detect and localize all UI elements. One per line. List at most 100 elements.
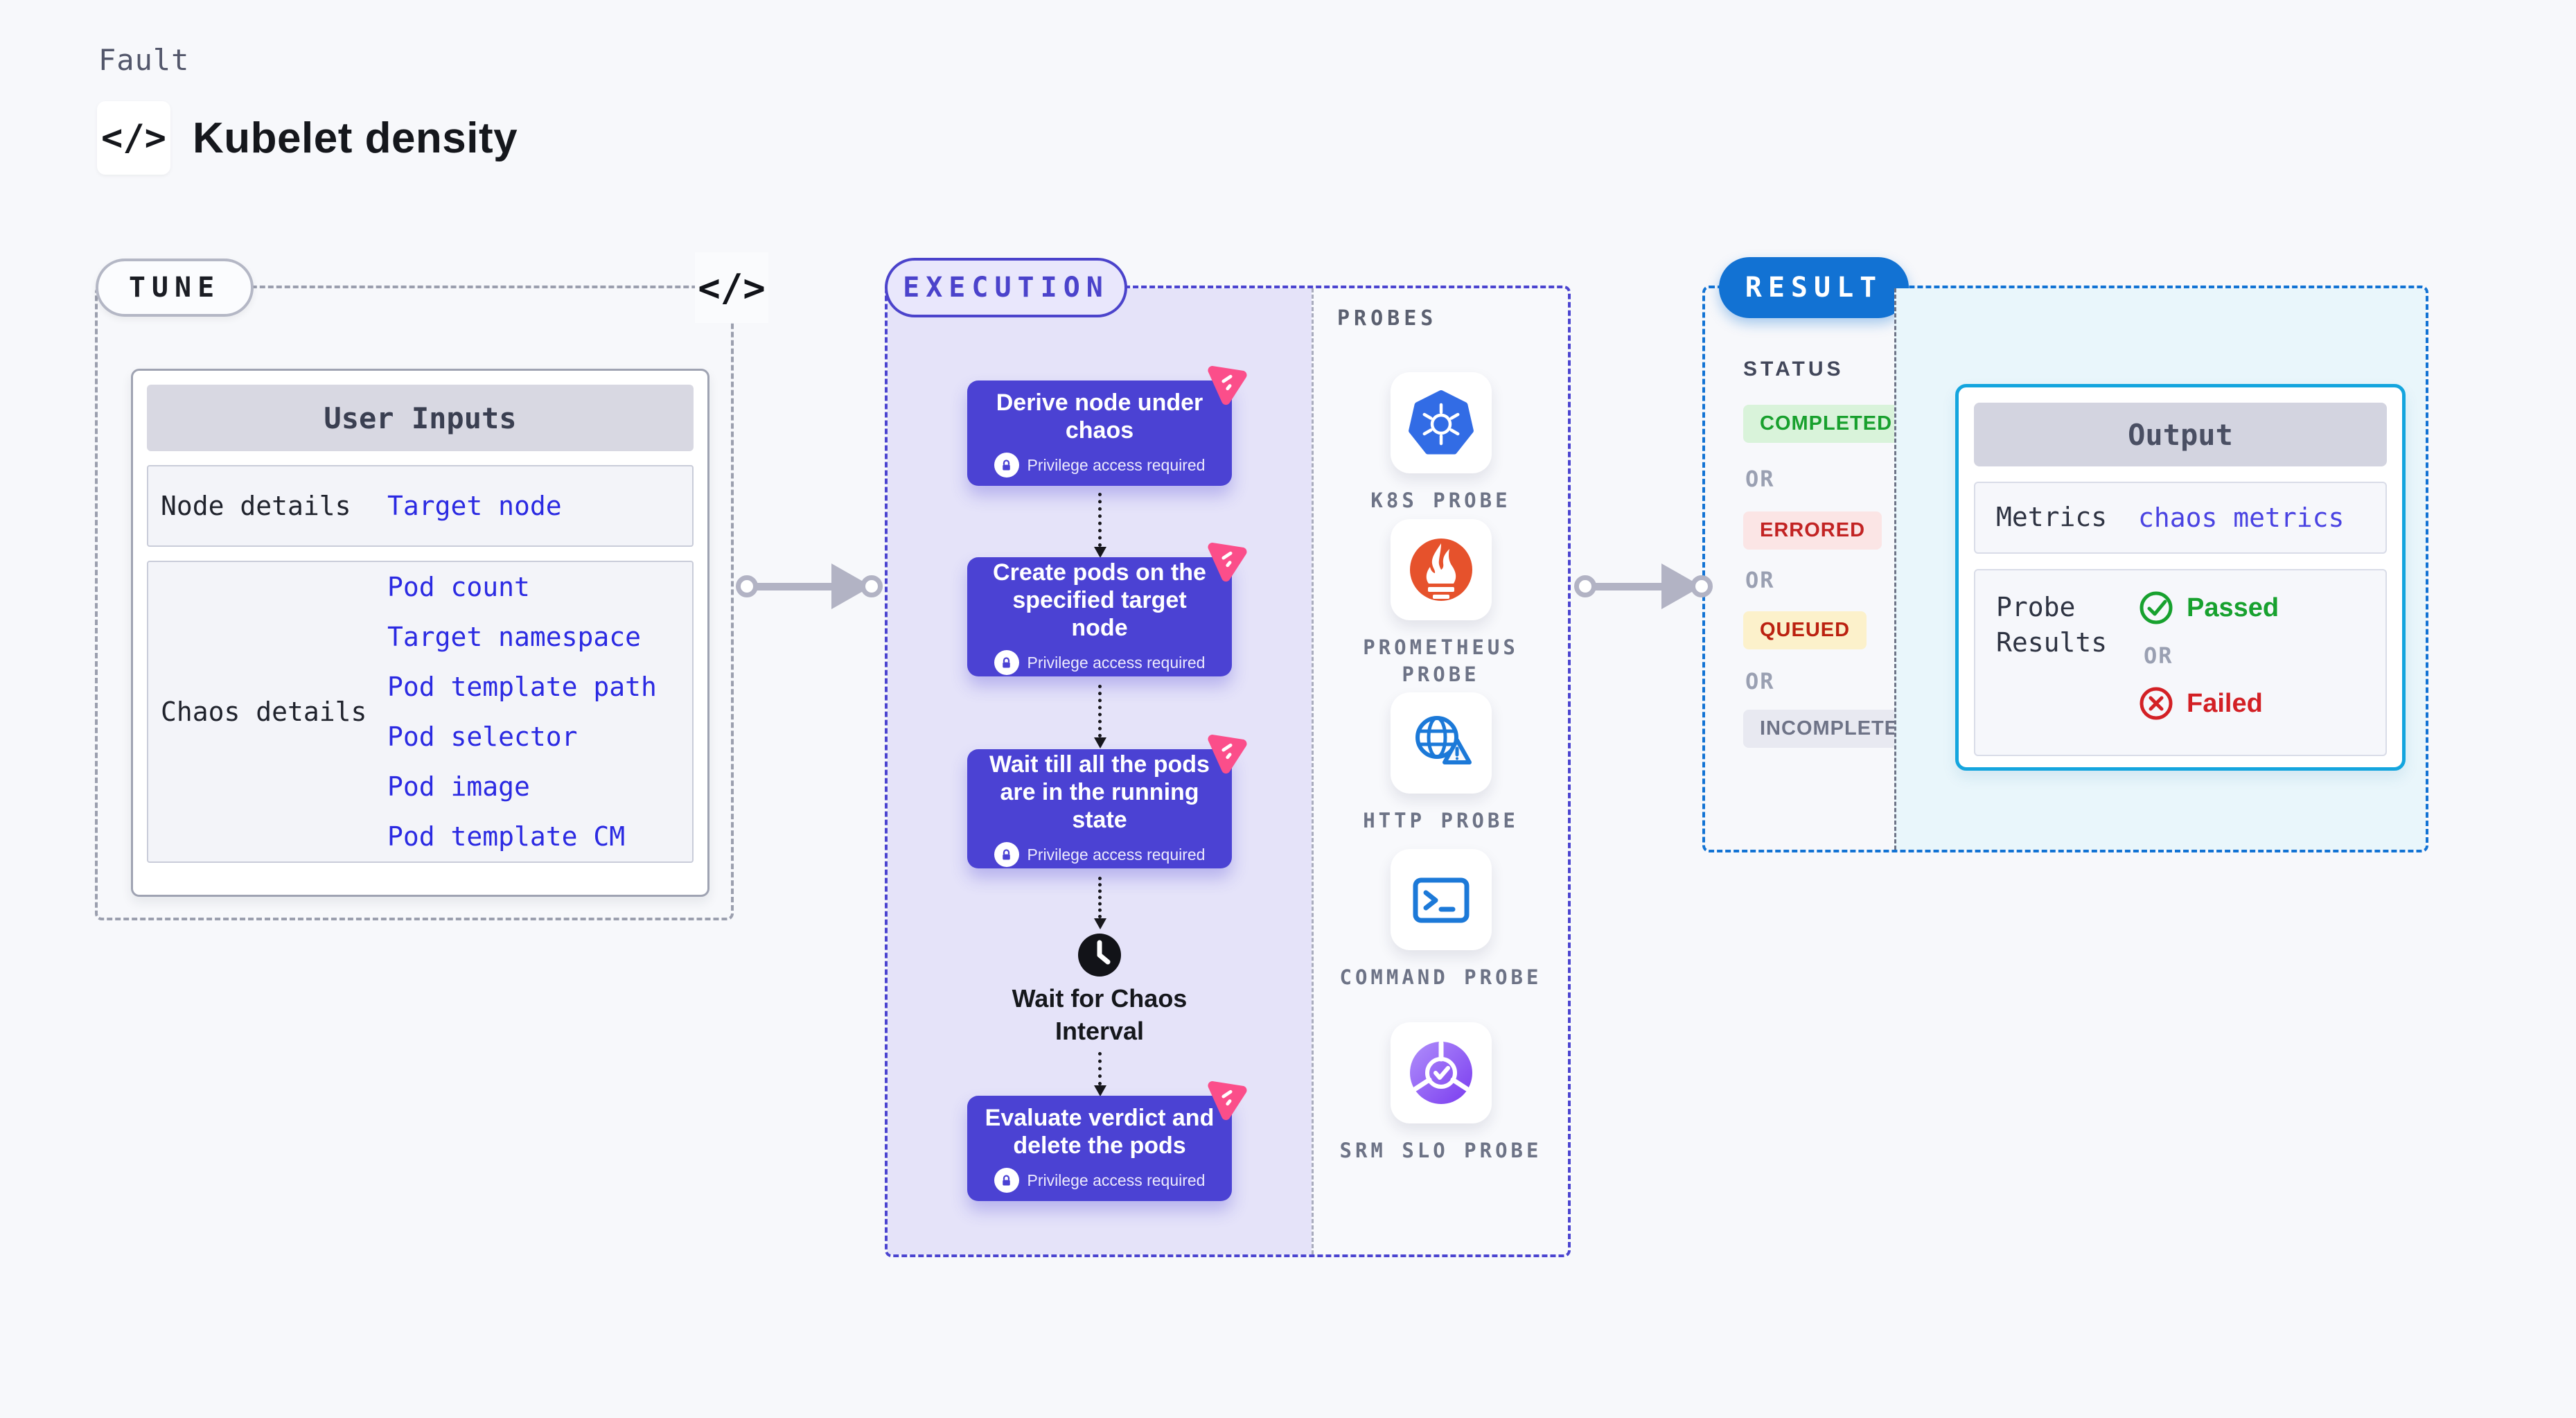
chaos-details-row: Chaos details Pod count Target namespace…: [147, 561, 694, 863]
flow-connector: [1094, 493, 1106, 558]
tune-section: TUNE </> User Inputs Node details Target…: [95, 252, 768, 920]
step-wait-pods-running: Wait till all the pods are in the runnin…: [967, 735, 1247, 868]
verdict-failed: Failed: [2138, 685, 2279, 721]
verdict-passed: Passed: [2138, 590, 2279, 626]
step-derive-node: Derive node under chaos Privilege access…: [967, 366, 1247, 486]
privilege-text: Privilege access required: [1027, 455, 1206, 474]
step-title: Derive node under chaos: [996, 389, 1203, 444]
result-badge: RESULT: [1719, 257, 1909, 318]
result-section: RESULT STATUS COMPLETED OR ERRORED OR QU…: [1702, 257, 2428, 852]
probes-title: PROBES: [1337, 306, 1438, 331]
flow-connector: [1094, 685, 1106, 749]
litmus-chaos-icon: [1208, 543, 1247, 582]
step-title: Create pods on the specified target node: [993, 559, 1206, 642]
fault-eyebrow: Fault: [98, 43, 190, 77]
check-circle-icon: [2140, 591, 2173, 624]
execution-section: Derive node under chaos Privilege access…: [885, 258, 1571, 1257]
step-title: Evaluate verdict and delete the pods: [985, 1104, 1215, 1159]
tune-to-execution-arrow: [736, 563, 883, 610]
status-badge-queued: QUEUED: [1743, 611, 1867, 649]
clock-icon: [1077, 932, 1122, 978]
metrics-row: Metrics chaos metrics: [1974, 482, 2387, 554]
output-card: Output Metrics chaos metrics Probe Resul…: [1955, 384, 2406, 771]
output-panel: Output Metrics chaos metrics Probe Resul…: [1894, 288, 2426, 850]
probe-item-command: COMMAND PROBE: [1314, 849, 1568, 991]
arrow-end-ring: [861, 575, 883, 597]
node-details-label: Node details: [161, 491, 351, 521]
privilege-note: Privilege access required: [994, 842, 1206, 868]
arrow-shaft: [756, 582, 833, 590]
http-globe-icon: [1390, 692, 1492, 794]
status-title: STATUS: [1743, 358, 1844, 380]
probe-label: HTTP PROBE: [1363, 809, 1519, 832]
x-circle-icon: [2140, 687, 2173, 720]
metrics-label: Metrics: [1996, 502, 2108, 533]
step-evaluate-verdict: Evaluate verdict and delete the pods Pri…: [967, 1081, 1247, 1201]
wait-for-chaos-interval-label: Wait for Chaos Interval: [1012, 984, 1188, 1045]
or-separator: OR: [1745, 466, 1775, 492]
litmus-chaos-icon: [1208, 366, 1247, 405]
probe-item-k8s: K8S PROBE: [1314, 372, 1568, 514]
flow-connector: [1094, 1052, 1106, 1096]
privilege-note: Privilege access required: [994, 650, 1206, 676]
target-namespace-link[interactable]: Target namespace: [387, 622, 642, 652]
kubernetes-icon: [1390, 372, 1492, 473]
chaos-details-label: Chaos details: [161, 697, 367, 727]
arrow-end-ring: [1691, 575, 1713, 597]
pod-count-link[interactable]: Pod count: [387, 572, 530, 602]
probe-label: SRM SLO PROBE: [1339, 1139, 1542, 1162]
lock-icon: [994, 650, 1019, 676]
output-title: Output: [1974, 403, 2387, 466]
terminal-icon: [1390, 849, 1492, 950]
lock-icon: [994, 1168, 1019, 1193]
arrow-start-ring: [736, 575, 758, 597]
privilege-text: Privilege access required: [1027, 1171, 1206, 1189]
probe-item-srm-slo: SRM SLO PROBE: [1314, 1022, 1568, 1164]
execution-flow-area: Derive node under chaos Privilege access…: [888, 288, 1312, 1254]
probe-results-row: Probe Results Passed OR: [1974, 569, 2387, 756]
arrow-shaft: [1594, 582, 1664, 590]
prometheus-icon: [1390, 519, 1492, 620]
pod-template-cm-link[interactable]: Pod template CM: [387, 821, 626, 852]
node-details-links: Target node: [387, 470, 562, 542]
step-title: Wait till all the pods are in the runnin…: [989, 751, 1210, 834]
tune-badge: TUNE: [96, 259, 254, 317]
pod-template-path-link[interactable]: Pod template path: [387, 672, 657, 702]
target-node-link[interactable]: Target node: [387, 491, 562, 521]
privilege-note: Privilege access required: [994, 1168, 1206, 1193]
step-create-pods: Create pods on the specified target node…: [967, 543, 1247, 676]
or-separator: OR: [1745, 567, 1775, 593]
probe-label: PROMETHEUS PROBE: [1363, 636, 1519, 687]
probe-item-http: HTTP PROBE: [1314, 692, 1568, 834]
probe-label: K8S PROBE: [1370, 489, 1511, 512]
pod-image-link[interactable]: Pod image: [387, 771, 530, 802]
passed-label: Passed: [2187, 593, 2279, 622]
node-details-row: Node details Target node: [147, 465, 694, 547]
execution-to-result-arrow: [1574, 563, 1713, 610]
or-separator: OR: [1745, 668, 1775, 694]
privilege-text: Privilege access required: [1027, 845, 1206, 864]
user-inputs-card: User Inputs Node details Target node Cha…: [131, 369, 709, 897]
status-badge-errored: ERRORED: [1743, 511, 1882, 550]
litmus-chaos-icon: [1208, 735, 1247, 774]
code-icon: </>: [695, 252, 768, 323]
page-title: Kubelet density: [193, 114, 518, 162]
probe-label: COMMAND PROBE: [1339, 965, 1542, 989]
pod-selector-link[interactable]: Pod selector: [387, 721, 578, 752]
privilege-note: Privilege access required: [994, 453, 1206, 478]
privilege-text: Privilege access required: [1027, 653, 1206, 672]
probe-item-prometheus: PROMETHEUS PROBE: [1314, 519, 1568, 688]
arrow-start-ring: [1574, 575, 1596, 597]
lock-icon: [994, 453, 1019, 478]
litmus-chaos-icon: [1208, 1081, 1247, 1121]
user-inputs-title: User Inputs: [147, 385, 694, 451]
code-icon: </>: [97, 101, 170, 175]
lock-icon: [994, 842, 1019, 868]
page-title-row: </> Kubelet density: [97, 101, 518, 175]
probes-panel: PROBES K8S PROBE: [1312, 288, 1568, 1254]
failed-label: Failed: [2187, 688, 2263, 718]
flow-connector: [1094, 877, 1106, 929]
chaos-metrics-link[interactable]: chaos metrics: [2138, 502, 2345, 533]
srm-slo-icon: [1390, 1022, 1492, 1123]
